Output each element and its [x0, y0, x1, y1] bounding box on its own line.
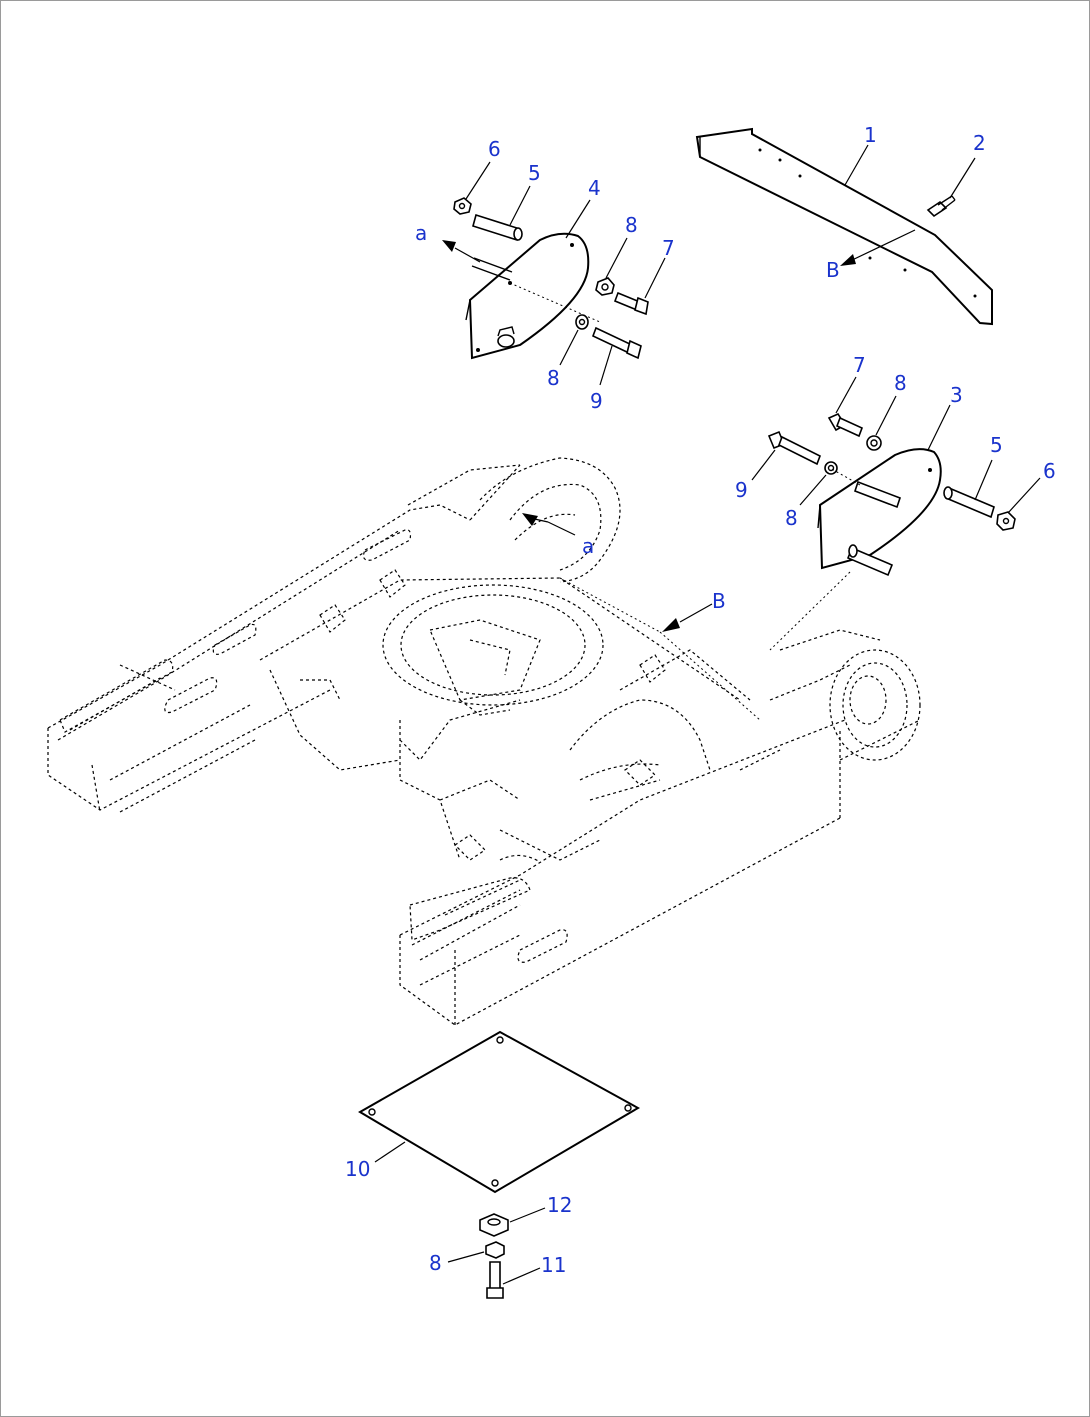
label-5-right: 5 [990, 433, 1003, 457]
label-8-upper-left: 8 [625, 213, 638, 237]
label-12: 12 [547, 1193, 572, 1217]
bolt-part-9-left [591, 326, 642, 360]
washer-part-8-lower-right [824, 461, 838, 475]
arrow-a-top [442, 240, 456, 252]
leader-7-left [644, 257, 666, 299]
leader-7-right [835, 376, 857, 414]
leader-11 [502, 1267, 541, 1285]
nut-part-6-right [996, 511, 1016, 531]
nut-part-6-left [453, 197, 472, 215]
label-7-right: 7 [853, 353, 866, 377]
leader-6-right [1007, 477, 1041, 514]
leader-8-lower-right [799, 474, 827, 506]
leader-9-right [751, 449, 776, 481]
washer-part-8-upper-left [595, 277, 615, 296]
label-a-frame: a [582, 534, 594, 558]
bolt-part-11 [486, 1261, 504, 1299]
cover-plate-part-1 [695, 127, 993, 326]
bolt-part-9-right [767, 430, 822, 466]
label-2: 2 [973, 131, 986, 155]
label-6-right: 6 [1043, 459, 1056, 483]
bolt-part-7-right [827, 412, 864, 438]
leader-3 [927, 404, 951, 451]
leader-10 [374, 1141, 406, 1163]
label-9-right: 9 [735, 478, 748, 502]
bolt-part-2 [926, 195, 956, 218]
sleeve-part-3 [853, 480, 902, 509]
leader-12 [509, 1207, 546, 1223]
leader-8-bottom [447, 1251, 485, 1263]
label-8-lower-right: 8 [785, 506, 798, 530]
label-4: 4 [588, 176, 601, 200]
leader-8-lower-left [559, 329, 579, 366]
pin-part-5-left [472, 213, 523, 242]
label-1: 1 [864, 123, 877, 147]
leader-4 [565, 199, 591, 239]
washer-part-8-upper-right [866, 435, 882, 451]
label-10: 10 [345, 1157, 370, 1181]
arrow-a-frame [522, 513, 538, 526]
leader-8-upper-left [605, 237, 628, 279]
leader-8-upper-right [875, 395, 897, 436]
plate-part-4 [465, 232, 590, 360]
label-8-bottom: 8 [429, 1251, 442, 1275]
label-8-upper-right: 8 [894, 371, 907, 395]
pin-part-5-right [943, 486, 995, 519]
bolt-part-7-left [613, 291, 649, 316]
label-b-frame: B [712, 589, 726, 613]
label-11: 11 [541, 1253, 566, 1277]
washer-part-8-lower-left [575, 314, 589, 330]
washer-part-8-bottom [485, 1241, 505, 1259]
arrow-b-top [840, 254, 856, 266]
leader-5-right [974, 459, 993, 501]
leader-9-left [599, 345, 613, 386]
nut-part-12 [479, 1213, 509, 1237]
bottom-cover-part-10 [358, 1030, 641, 1194]
label-9-left: 9 [590, 389, 603, 413]
label-b-top: B [826, 258, 840, 282]
label-3: 3 [950, 383, 963, 407]
leader-2 [949, 157, 976, 199]
label-7-left: 7 [662, 236, 675, 260]
label-5-left: 5 [528, 161, 541, 185]
leader-1 [844, 144, 869, 186]
leader-5-left [509, 185, 531, 226]
track-frame [47, 457, 921, 1026]
label-6-left: 6 [488, 137, 501, 161]
label-8-lower-left: 8 [547, 366, 560, 390]
label-a-top: a [415, 221, 427, 245]
arrow-b-frame [662, 618, 680, 632]
leader-6-left [465, 161, 491, 200]
